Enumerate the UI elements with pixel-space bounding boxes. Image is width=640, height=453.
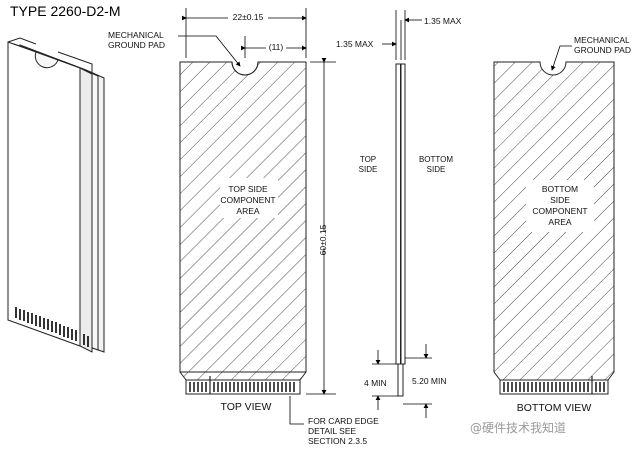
bottom-side-label: BOTTOM SIDE bbox=[419, 155, 453, 174]
svg-text:FOR CARD EDGE: FOR CARD EDGE bbox=[308, 416, 379, 426]
height-dimension-value: 60±0.15 bbox=[318, 224, 328, 255]
svg-text:TOP SIDE: TOP SIDE bbox=[228, 184, 268, 194]
bottom-view-card bbox=[493, 61, 615, 395]
thickness-dimensions bbox=[382, 10, 422, 60]
top-view-label: TOP VIEW bbox=[221, 401, 272, 413]
top-thickness-value: 1.35 MAX bbox=[336, 39, 374, 49]
svg-text:GROUND PAD: GROUND PAD bbox=[574, 45, 631, 55]
width-dimension-value: 22±0.15 bbox=[233, 12, 264, 22]
svg-text:MECHANICAL: MECHANICAL bbox=[574, 35, 630, 45]
svg-text:AREA: AREA bbox=[548, 217, 571, 227]
height-dimension bbox=[306, 58, 336, 395]
bottom-view-connector-fingers bbox=[503, 382, 605, 392]
svg-text:MECHANICAL: MECHANICAL bbox=[108, 30, 164, 40]
min-dimensions bbox=[372, 344, 432, 418]
ground-pad-right-label: MECHANICAL GROUND PAD bbox=[550, 35, 631, 71]
svg-text:GROUND PAD: GROUND PAD bbox=[108, 40, 165, 50]
top-view-card bbox=[179, 61, 307, 395]
min-top-value: 4 MIN bbox=[364, 378, 387, 388]
svg-text:SIDE: SIDE bbox=[359, 165, 378, 174]
top-view-connector-fingers bbox=[189, 382, 295, 392]
drawing-title: TYPE 2260-D2-M bbox=[10, 3, 120, 19]
svg-text:SIDE: SIDE bbox=[550, 195, 570, 205]
bottom-side-area-label: BOTTOM SIDE COMPONENT AREA bbox=[532, 184, 587, 227]
top-side-area-label: TOP SIDE COMPONENT AREA bbox=[220, 184, 275, 216]
card-edge-note: FOR CARD EDGE DETAIL SEE SECTION 2.3.5 bbox=[289, 396, 379, 446]
isometric-card bbox=[7, 37, 105, 353]
svg-text:COMPONENT: COMPONENT bbox=[220, 195, 275, 205]
watermark: @硬件技术我知道 bbox=[470, 421, 566, 435]
connector-fingers bbox=[15, 307, 89, 347]
min-bottom-value: 5.20 MIN bbox=[412, 376, 447, 386]
notch-width-value: (11) bbox=[269, 42, 284, 52]
side-view-card bbox=[395, 63, 406, 397]
svg-text:DETAIL SEE: DETAIL SEE bbox=[308, 426, 357, 436]
svg-text:COMPONENT: COMPONENT bbox=[532, 206, 587, 216]
top-side-label: TOP SIDE bbox=[359, 155, 378, 174]
bottom-view-label: BOTTOM VIEW bbox=[517, 402, 592, 414]
svg-text:BOTTOM: BOTTOM bbox=[542, 184, 578, 194]
svg-text:SECTION 2.3.5: SECTION 2.3.5 bbox=[308, 436, 367, 446]
ground-pad-left-label: MECHANICAL GROUND PAD bbox=[108, 30, 241, 67]
svg-text:TOP: TOP bbox=[360, 155, 376, 164]
svg-text:AREA: AREA bbox=[236, 206, 259, 216]
svg-text:BOTTOM: BOTTOM bbox=[419, 155, 453, 164]
bottom-thickness-value: 1.35 MAX bbox=[424, 16, 462, 26]
svg-text:SIDE: SIDE bbox=[427, 165, 446, 174]
